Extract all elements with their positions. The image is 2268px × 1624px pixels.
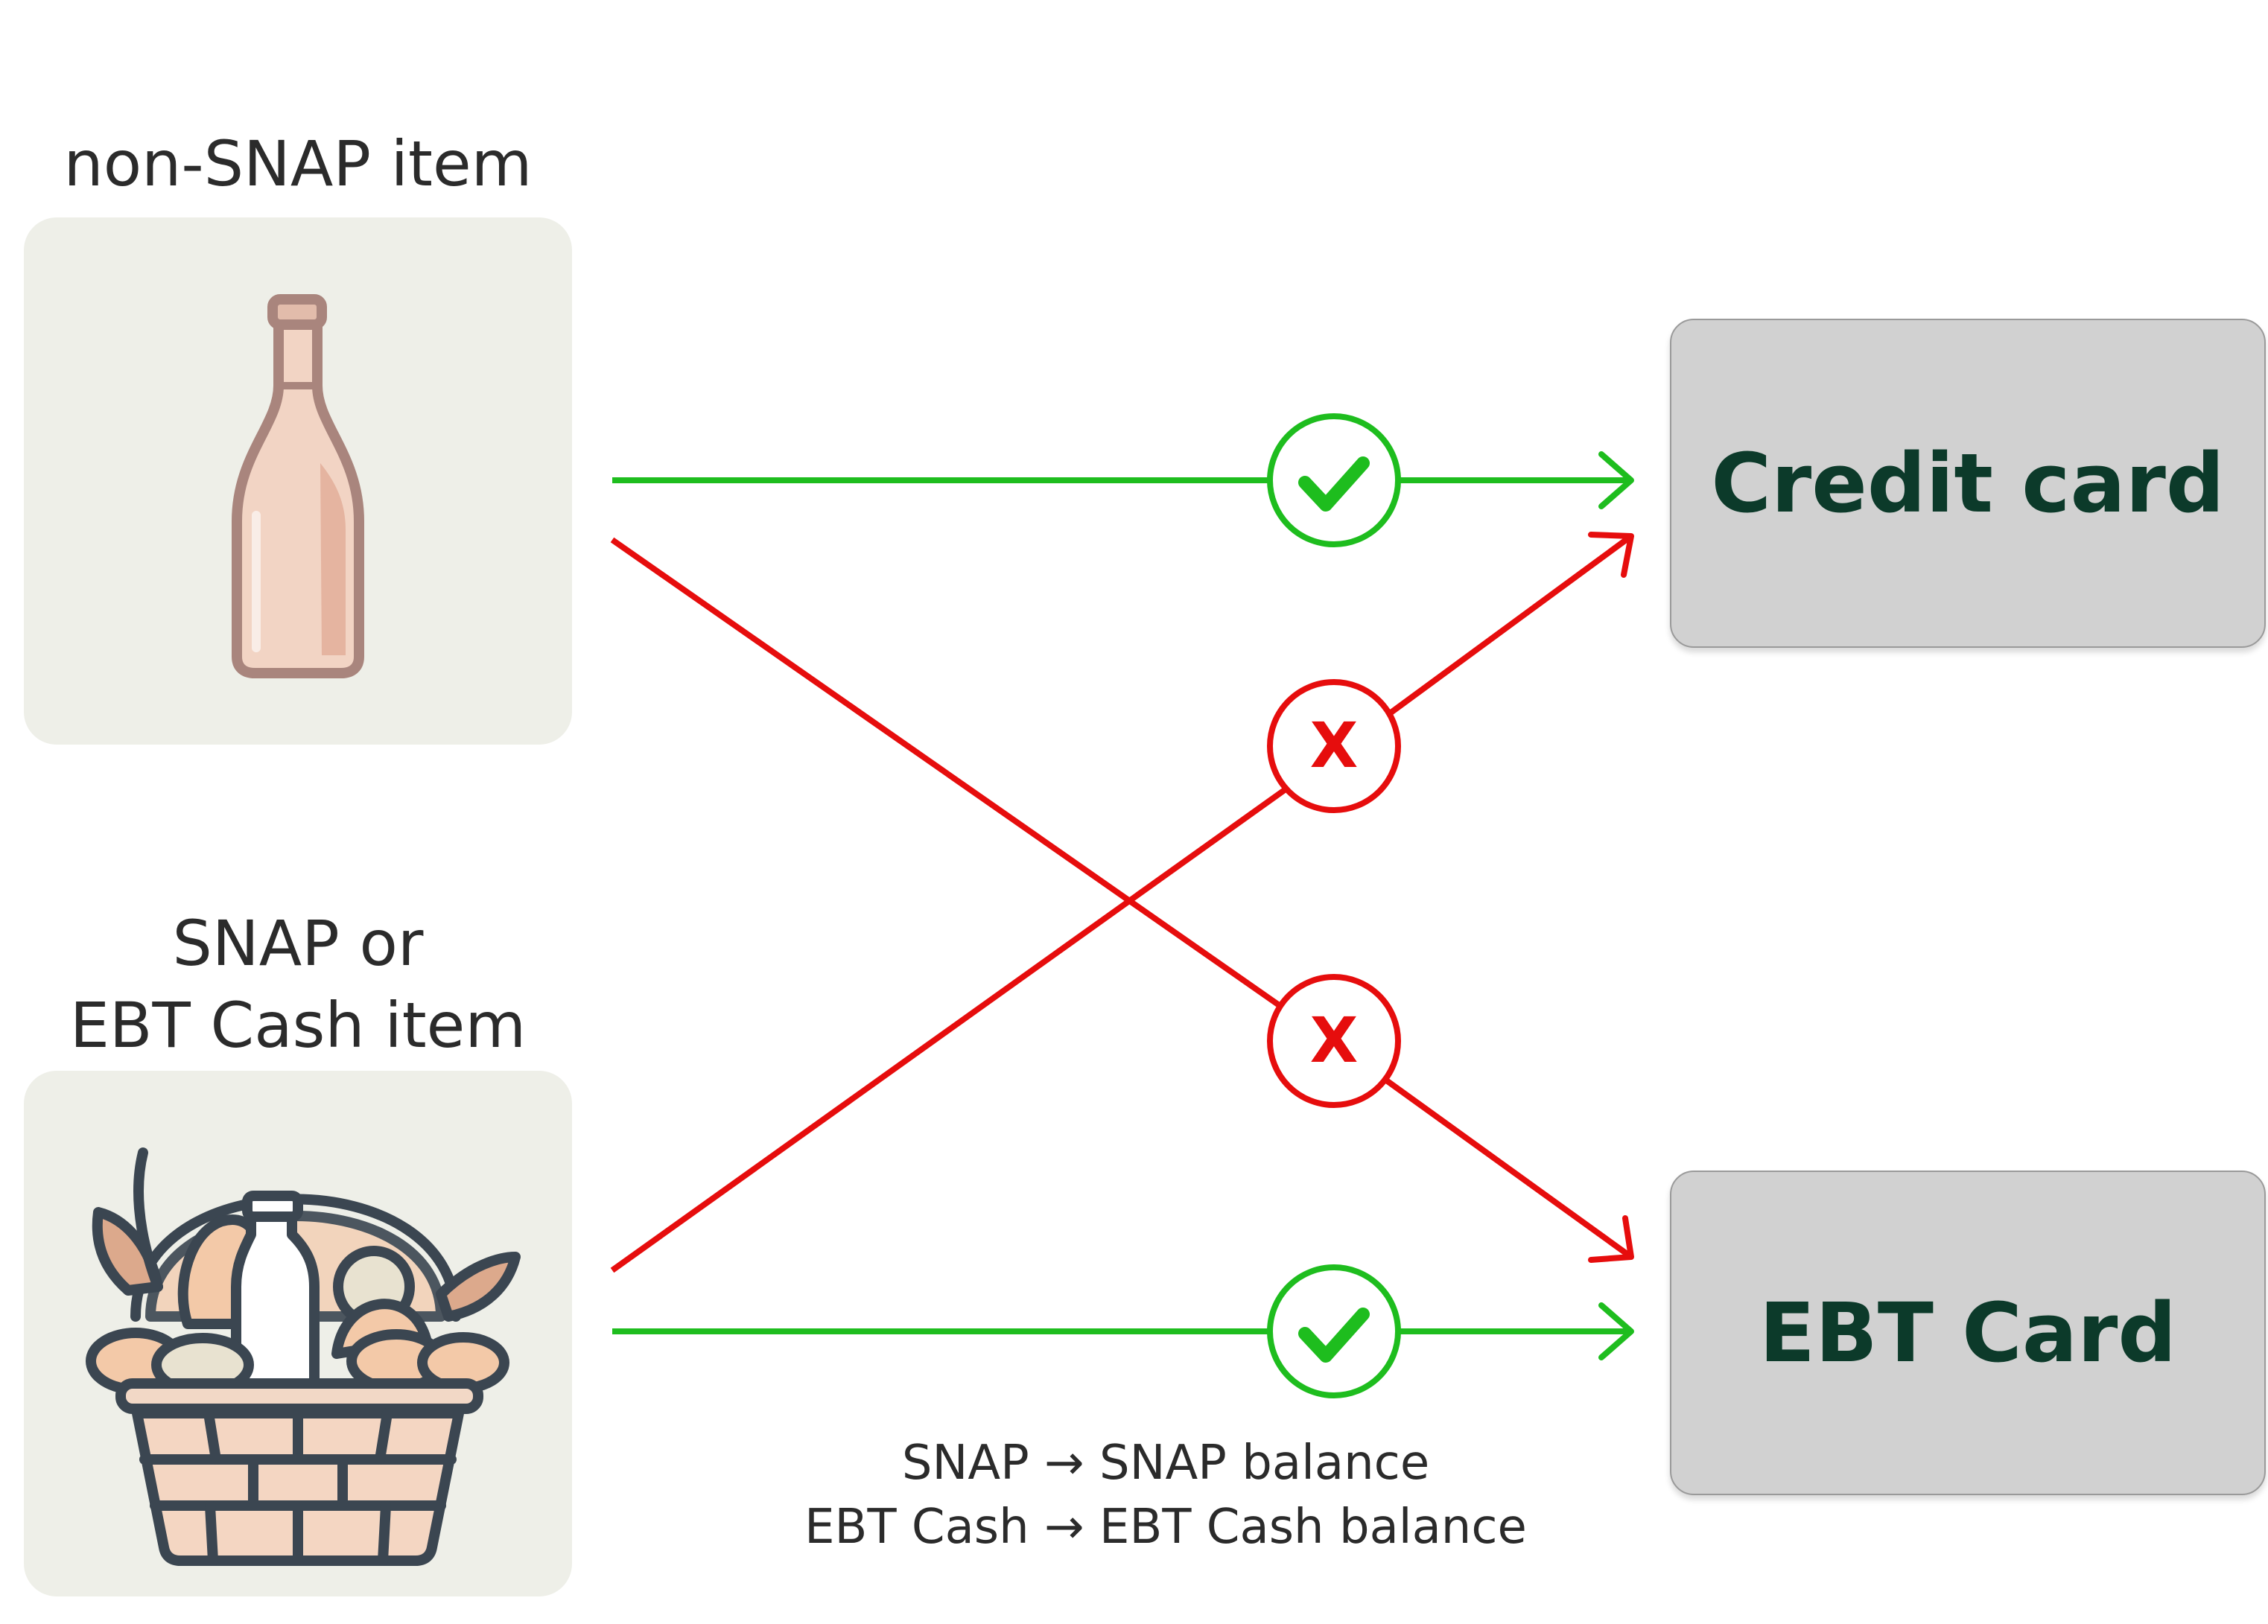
wine-bottle-icon — [232, 294, 364, 678]
flow-non-snap-to-credit — [612, 413, 1634, 547]
snap-item-label-line2: EBT Cash item — [69, 989, 527, 1062]
x-circle-icon: X — [1267, 974, 1401, 1108]
credit-card-label: Credit card — [1711, 436, 2225, 531]
grocery-basket-icon — [86, 1147, 521, 1566]
flow-snap-to-credit: X — [610, 532, 1634, 1273]
non-snap-item-panel — [24, 217, 572, 745]
svg-text:X: X — [1310, 709, 1359, 782]
balance-note-line2: EBT Cash → EBT Cash balance — [804, 1500, 1527, 1555]
check-circle-icon — [1267, 1264, 1401, 1398]
svg-text:X: X — [1310, 1004, 1359, 1077]
flow-snap-to-ebt — [612, 1264, 1634, 1398]
x-circle-icon: X — [1267, 679, 1401, 813]
credit-card-box: Credit card — [1670, 319, 2266, 648]
flow-non-snap-to-ebt: X — [610, 537, 1634, 1263]
ebt-card-box: EBT Card — [1670, 1171, 2266, 1495]
snap-item-label-line1: SNAP or — [172, 907, 424, 980]
check-circle-icon — [1267, 413, 1401, 547]
ebt-card-label: EBT Card — [1759, 1285, 2177, 1381]
balance-note-line1: SNAP → SNAP balance — [901, 1436, 1430, 1491]
snap-item-panel — [24, 1071, 572, 1596]
non-snap-item-label: non-SNAP item — [63, 127, 533, 200]
